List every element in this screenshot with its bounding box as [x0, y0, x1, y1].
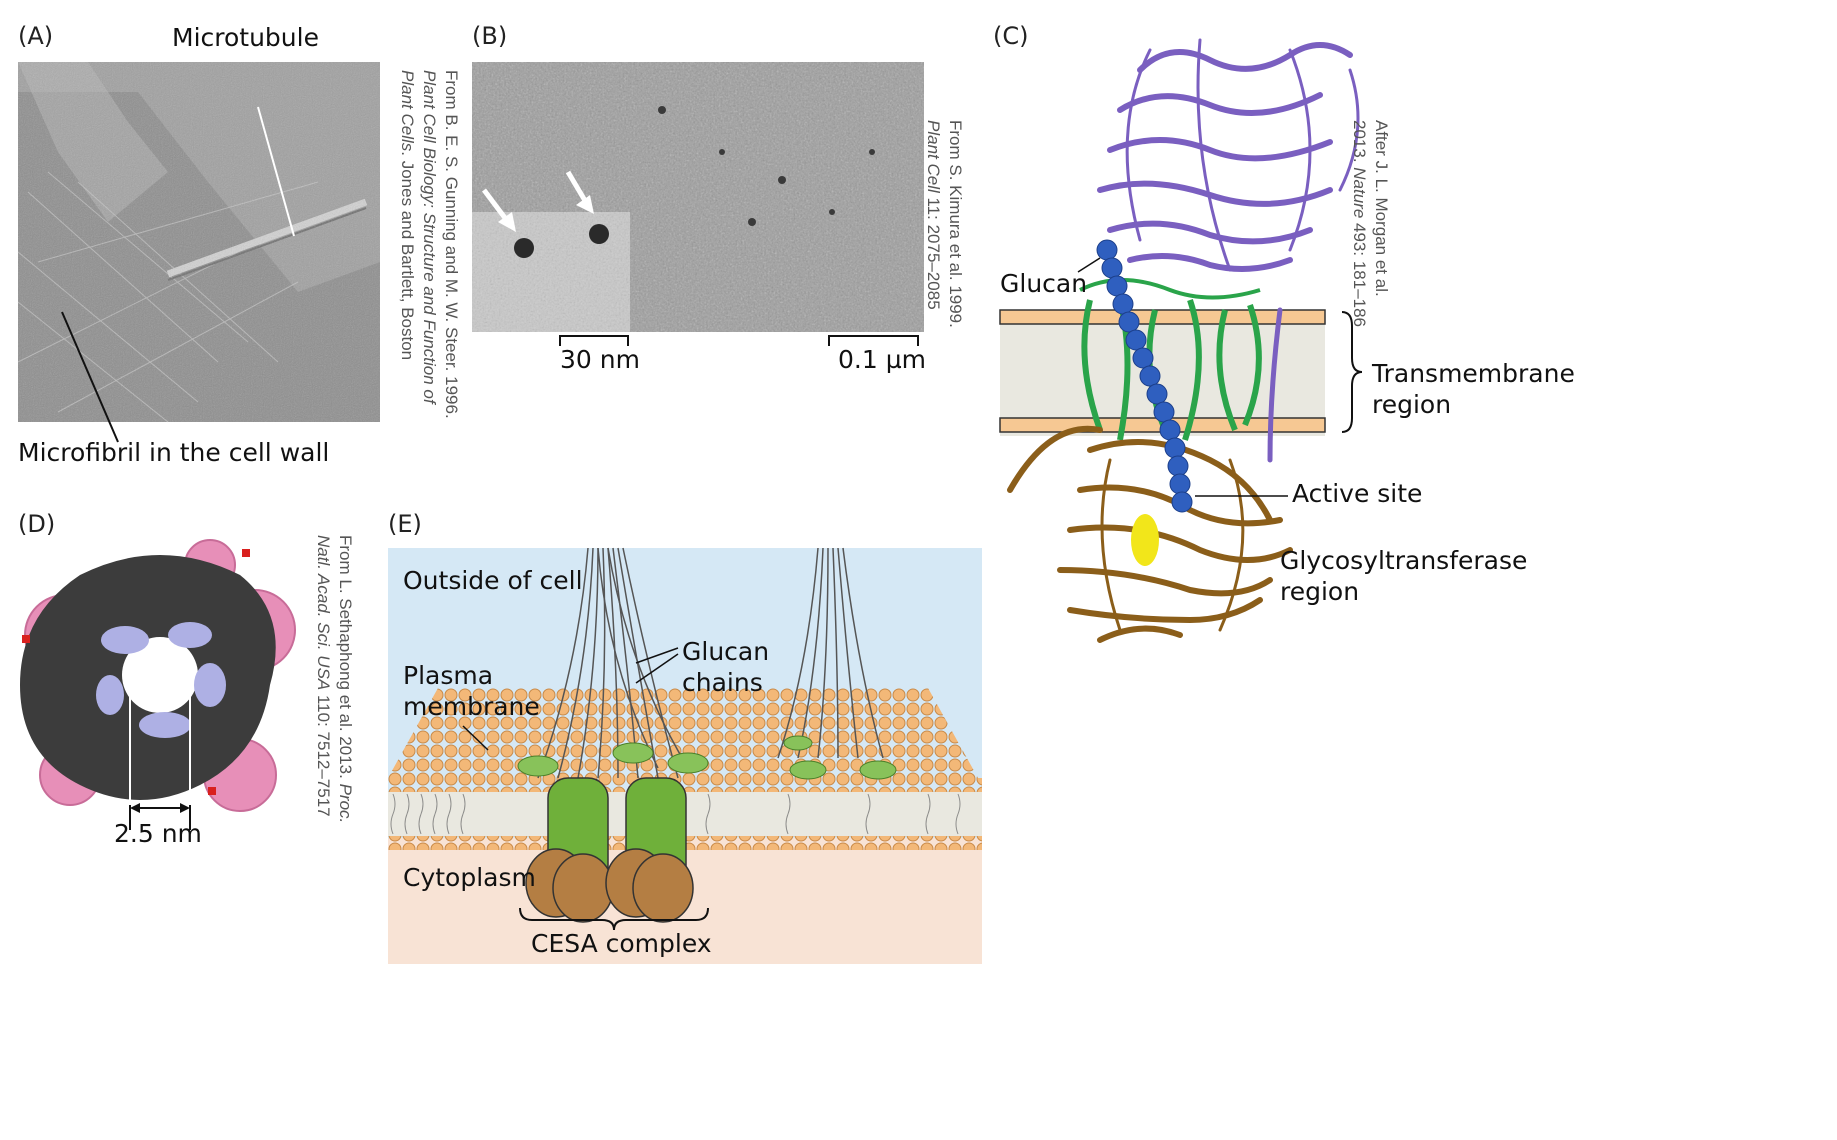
panel-c-credit: After J. L. Morgan et al. 2013. Nature 4… — [1350, 120, 1391, 328]
bilayer-surface — [388, 688, 978, 778]
active-site-blob — [1131, 514, 1159, 566]
scale-0-1um: 0.1 µm — [838, 345, 926, 374]
purple-domain — [1097, 38, 1360, 463]
glucan-chain — [1096, 239, 1193, 513]
panel-b-label: (B) — [472, 22, 508, 50]
cytoplasm-label: Cytoplasm — [403, 863, 536, 892]
cesa-membrane-diagram — [388, 547, 982, 964]
panel-b-inset — [472, 212, 630, 332]
outside-label: Outside of cell — [403, 566, 583, 595]
panel-a-micrograph — [17, 62, 380, 443]
transmembrane-label: Transmembrane region — [1372, 359, 1575, 419]
scale-30nm: 30 nm — [560, 345, 640, 374]
scale-2-5nm: 2.5 nm — [114, 819, 202, 848]
cesa-complex-right — [605, 777, 694, 923]
panel-b-scalebars — [559, 335, 919, 346]
cesa-structure — [999, 38, 1363, 643]
panel-a-label: (A) — [18, 22, 54, 50]
panel-b-credit: From S. Kimura et al. 1999. Plant Cell 1… — [924, 120, 965, 328]
microtubule-label: Microtubule — [172, 23, 319, 52]
double-arrow-icon — [130, 803, 190, 813]
panel-c-label: (C) — [993, 22, 1029, 50]
plasma-membrane-label: Plasma membrane — [403, 661, 540, 721]
transmembrane-brace — [1341, 311, 1363, 433]
microtubule-leader — [257, 106, 295, 237]
panel-d-credit: From L. Sethaphong et al. 2013. Proc. Na… — [314, 535, 355, 824]
panel-d-label: (D) — [18, 510, 56, 538]
cesa-complex-label: CESA complex — [531, 929, 712, 958]
glyco-label: Glycosyltransferase region — [1280, 546, 1528, 606]
glucan-chains-label: Glucan chains — [682, 637, 770, 697]
arrow-icon — [482, 170, 594, 232]
glucan-label: Glucan — [1000, 269, 1088, 298]
panel-e-label: (E) — [388, 510, 422, 538]
microfibril-leader — [61, 311, 119, 443]
panel-b-micrograph — [472, 62, 924, 332]
cesa-complex-left — [525, 777, 614, 923]
microfibril-label: Microfibril in the cell wall — [18, 438, 330, 467]
active-site-label: Active site — [1292, 479, 1423, 508]
cesa-brace — [519, 907, 709, 931]
panel-a-credit: From B. E. S. Gunning and M. W. Steer. 1… — [398, 70, 461, 419]
green-helices — [1079, 278, 1262, 441]
cesa-trimer — [20, 539, 296, 830]
